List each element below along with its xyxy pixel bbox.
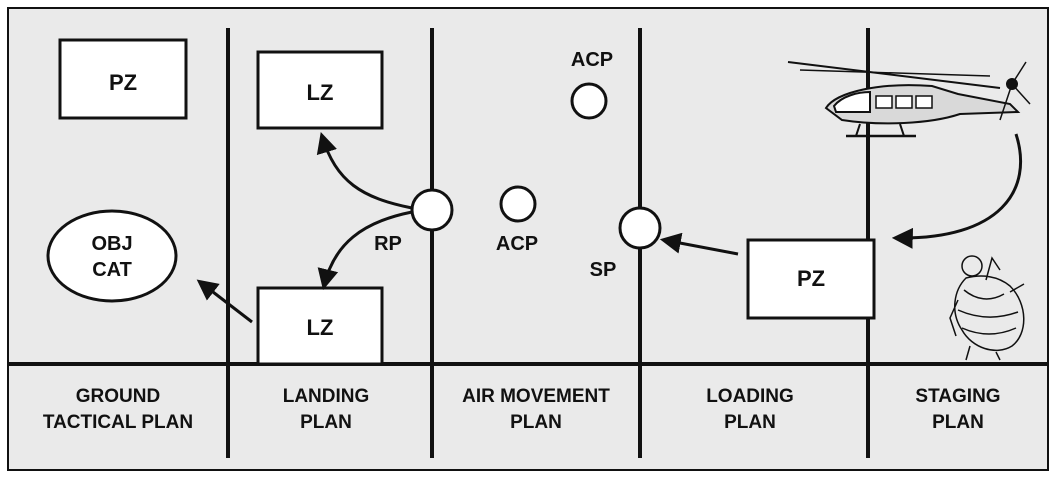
rp-point bbox=[412, 190, 452, 230]
pz-top-label: PZ bbox=[109, 70, 137, 95]
phase-air-movement-line1: AIR MOVEMENT bbox=[462, 386, 610, 407]
phase-ground-line2: TACTICAL PLAN bbox=[43, 412, 193, 433]
pz-staging-box: PZ bbox=[748, 240, 874, 318]
lz-top-label: LZ bbox=[307, 80, 334, 105]
sp-label: SP bbox=[590, 259, 617, 281]
objective-label-line2: CAT bbox=[92, 259, 132, 281]
pz-staging-label: PZ bbox=[797, 266, 825, 291]
acp-upper-label: ACP bbox=[571, 49, 613, 71]
acp-middle-point bbox=[501, 187, 535, 221]
phase-ground-line1: GROUND bbox=[76, 386, 160, 407]
phase-staging-line2: PLAN bbox=[932, 412, 984, 433]
phase-landing-line2: PLAN bbox=[300, 412, 352, 433]
lz-bottom-label: LZ bbox=[307, 315, 334, 340]
phase-air-movement-line2: PLAN bbox=[510, 412, 562, 433]
lz-top-box: LZ bbox=[258, 52, 382, 128]
acp-middle-label: ACP bbox=[496, 233, 538, 255]
phase-loading-line1: LOADING bbox=[706, 386, 794, 407]
phase-staging-line1: STAGING bbox=[915, 386, 1000, 407]
objective-label-line1: OBJ bbox=[91, 233, 132, 255]
phase-loading-line2: PLAN bbox=[724, 412, 776, 433]
acp-upper-point bbox=[572, 84, 606, 118]
phase-landing-line1: LANDING bbox=[283, 386, 370, 407]
lz-bottom-box: LZ bbox=[258, 288, 382, 364]
rp-label: RP bbox=[374, 233, 402, 255]
objective-cat: OBJ CAT bbox=[48, 211, 176, 301]
sp-point bbox=[620, 208, 660, 248]
pz-top-box: PZ bbox=[60, 40, 186, 118]
